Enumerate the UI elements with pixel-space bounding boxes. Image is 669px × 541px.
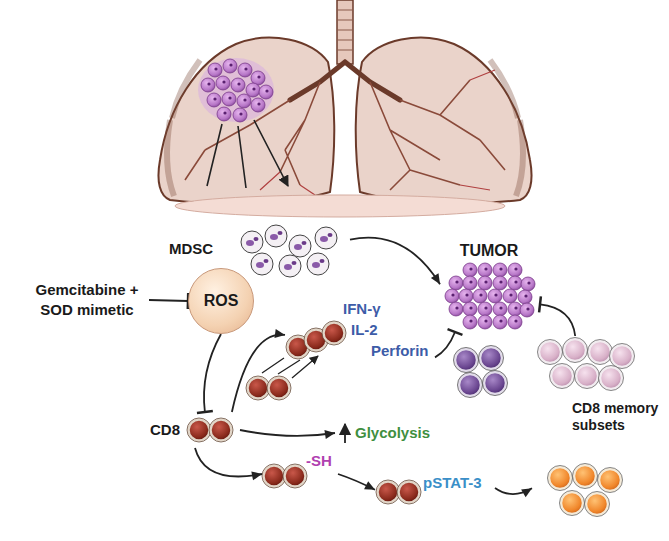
tumor-region: TUMOR [440, 240, 540, 332]
connector-line [232, 335, 285, 412]
node-text: IL-2 [351, 321, 378, 339]
inhibition-connector [197, 334, 221, 413]
arrow-head [364, 481, 375, 490]
connector-line [204, 334, 221, 412]
inhibition-connector [539, 296, 575, 336]
node-text: Glycolysis [355, 424, 430, 442]
node-text: pSTAT-3 [423, 474, 482, 492]
arrow-connector [338, 474, 375, 490]
metabolism-label: Glycolysis [335, 420, 445, 446]
node-text: TUMOR [440, 242, 538, 260]
node-text: -SH [306, 452, 332, 470]
memory-group: CD8 memory subsets [532, 336, 667, 524]
cell-group: pSTAT-3 [375, 470, 495, 506]
inhibition-bar [448, 329, 463, 335]
mdsc-cells [241, 225, 337, 277]
node-text: CD8 memory subsets [572, 400, 664, 434]
lungs [158, 0, 531, 217]
cell-group: -SH [262, 450, 338, 490]
ros-circle: ROS [188, 268, 254, 334]
arrow-connector [240, 430, 335, 439]
connector-line [240, 430, 335, 436]
node-text: MDSC [169, 240, 213, 258]
node-text: CD8 [150, 421, 180, 439]
connector-line [435, 332, 455, 357]
cell-group: CD8 [150, 412, 240, 448]
treatment-label: Gemcitabine + SOD mimetic [25, 278, 149, 322]
tumor-mass [445, 263, 535, 329]
connector-line [540, 304, 575, 336]
inhibition-bar [539, 296, 541, 312]
arrow-head [431, 273, 440, 284]
cell-group: MDSC [165, 224, 350, 276]
connector-line [350, 238, 440, 285]
inhibition-connector [435, 329, 462, 357]
effector-group: IFN-γIL-2Perforin [285, 298, 435, 364]
inhibition-connector [149, 293, 188, 309]
inhibition-bar [197, 411, 213, 413]
arrow-head [251, 471, 262, 480]
node-text: IFN-γ [343, 300, 381, 318]
arrow-connector [232, 329, 285, 412]
connector-line [338, 474, 375, 490]
node-text: ROS [204, 291, 239, 311]
arrow-head [521, 488, 532, 497]
node-text: Perforin [371, 342, 429, 360]
arrow-head [324, 430, 335, 439]
arrow-connector [195, 448, 262, 480]
node-text: Gemcitabine + SOD mimetic [26, 280, 148, 320]
connector-line [149, 300, 188, 301]
arrow-connector [495, 488, 532, 497]
arrow-connector [350, 238, 440, 285]
arrow-head [274, 329, 285, 338]
